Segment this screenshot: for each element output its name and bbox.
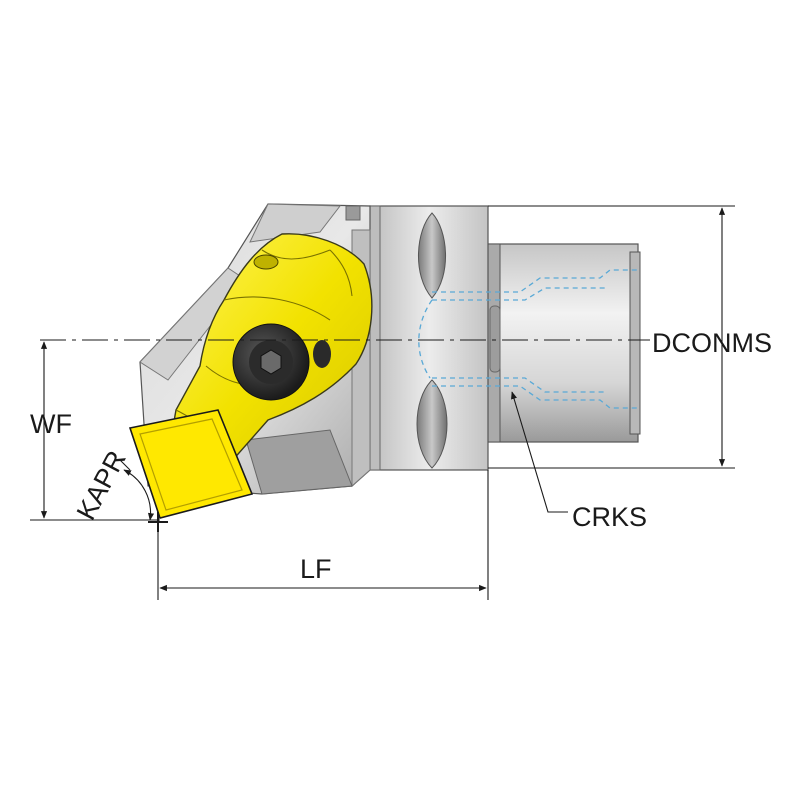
hidden-lines (418, 269, 640, 409)
hex-socket-screw-icon (232, 323, 310, 401)
wf-label: WF (30, 409, 72, 439)
crks-label: CRKS (572, 502, 647, 532)
pin-hole (253, 254, 279, 270)
drive-slot-upper (418, 212, 446, 299)
dimension-kapr (119, 459, 155, 521)
shank (487, 243, 641, 443)
leader-crks (511, 391, 568, 513)
clamp-pin (313, 340, 331, 368)
dimension-dconms (488, 205, 735, 469)
drive-slot-lower (416, 379, 448, 469)
kapr-label: KAPR (71, 446, 132, 525)
flange (369, 205, 489, 471)
dimension-lf (157, 470, 489, 600)
lf-label: LF (300, 554, 332, 584)
dconms-label: DCONMS (652, 328, 772, 358)
